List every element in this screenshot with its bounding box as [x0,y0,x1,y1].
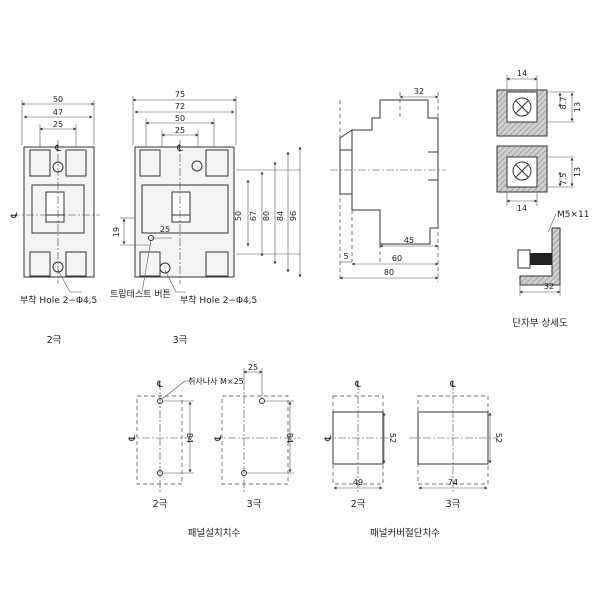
mount-hole [157,398,163,404]
centerline-mark: ℄ [214,435,224,442]
caption-panel-mount-2p: 2극 [153,499,168,510]
caption-terminal-detail: 단자부 상세도 [512,318,568,329]
panel-cutout-3pole: ℄ 52 74 3극 [409,380,503,510]
centerline-mark: ℄ [449,380,456,390]
centerline-mark: ℄ [156,380,163,390]
dim-25: 25 [53,120,63,129]
centerline-mark: ℄ [128,435,138,442]
panel-2p-h84: 84 [185,433,194,443]
panel-mount-3pole: ℄ 25 84 3극 [214,363,300,510]
dim-75: 75 [175,90,185,99]
dim-h50: 50 [234,211,243,221]
screw-label: M5×11 [557,210,589,220]
dim-60: 60 [392,254,402,263]
centerline-mark: ℄ [176,144,183,154]
dim-h67: 67 [249,211,258,221]
front-view-2pole: 50 47 25 ℄ ℄ 부착 Hole 2−Φ4,5 2극 [10,95,100,346]
dim-72: 72 [175,102,185,111]
dim-h96: 96 [289,211,298,221]
panel-cut-title: 패널커버절단치수 [370,527,440,539]
term-mid-h1: 7.5 [559,173,568,186]
side-view: 32 45 5 60 80 [330,87,446,282]
cut-2p-w49: 49 [353,478,363,487]
cut-2p-h52: 52 [388,433,397,443]
front-view-3pole: 75 72 50 25 ℄ 50 67 80 84 9 [110,90,302,346]
dim-h80: 80 [262,211,271,221]
panel-mount-2pole: ℄ ℄ 84 취사나사 M×25 2극 [128,377,244,510]
dim-32: 32 [414,87,424,96]
panel-mount-title: 패널설치치수 [188,527,241,539]
caption-panel-mount-3p: 3극 [247,499,262,510]
mount-hole [259,398,265,404]
caption-panel-cut-2p: 2극 [351,499,366,510]
centerline-mark: ℄ [354,380,361,390]
caption-panel-cut-3p: 3극 [446,499,461,510]
term-top-h2: 13 [573,102,582,112]
term-mid-h2: 13 [573,167,582,177]
mount-hole-label-2pole: 부착 Hole 2−Φ4,5 [20,295,97,306]
term-depth: 32 [544,282,554,291]
mount-hole [241,470,247,476]
toggle-handle [45,191,65,223]
terminal-screw [530,253,552,265]
caption-2pole: 2극 [47,335,62,346]
term-top-w: 14 [517,69,527,78]
mount-hole-label-3pole: 부착 Hole 2−Φ4,5 [180,295,257,306]
dim-50: 50 [175,114,185,123]
dim-50: 50 [53,95,63,104]
dim-5: 5 [343,252,348,261]
dim-47: 47 [53,108,63,117]
mount-hole [157,470,163,476]
terminal-detail: 14 8.7 13 7.5 13 14 M5×11 [496,69,589,329]
term-top-h1: 8.7 [559,97,568,110]
dim-25: 25 [175,126,185,135]
panel-3p-h84: 84 [285,433,294,443]
dim-h84: 84 [276,211,285,221]
term-mid-w: 14 [517,204,527,213]
caption-3pole: 3극 [173,335,188,346]
dim-25b: 25 [160,225,170,234]
cut-3p-w74: 74 [448,478,458,487]
centerline-mark: ℄ [10,212,20,219]
panel-dim-25: 25 [248,363,258,372]
trip-test-label: 트립테스트 버튼 [110,289,171,300]
toggle-handle-3pole [171,191,191,223]
centerline-mark: ℄ [54,144,61,154]
dim-45: 45 [404,236,414,245]
dim-80: 80 [384,268,394,277]
breaker-side-profile [339,99,439,245]
dim-h19: 19 [112,227,121,237]
mount-screw-label: 취사나사 M×25 [188,377,244,386]
centerline-mark: ℄ [324,435,334,442]
panel-cutout-2pole: ℄ ℄ 52 49 2극 [324,380,397,510]
cut-3p-h52: 52 [494,433,503,443]
